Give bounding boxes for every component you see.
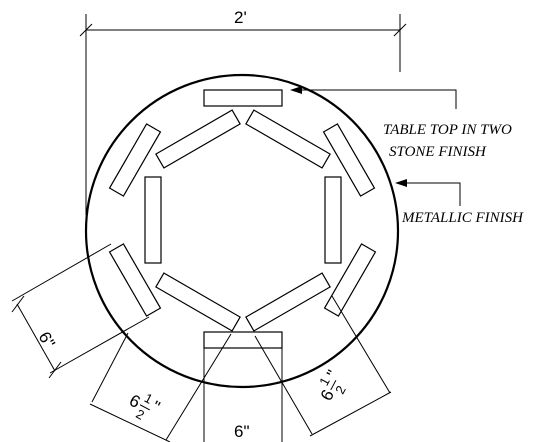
- slat-lower-left-outer: [108, 243, 162, 317]
- arrowhead-icon: [290, 86, 302, 94]
- bottom-width-label: 6": [234, 422, 250, 441]
- table-top-note-line2: STONE FINISH: [389, 144, 487, 160]
- slat-upper-right-inner: [245, 109, 331, 169]
- slat-lower-right-inner: [245, 272, 331, 332]
- slat-length-label: 6": [35, 329, 59, 352]
- slat-upper-right-outer: [322, 123, 376, 197]
- metallic-leader: METALLIC FINISH: [395, 179, 524, 226]
- metallic-note: METALLIC FINISH: [401, 210, 524, 226]
- overall-width-dimension: 2': [79, 8, 407, 215]
- slat-left: [144, 176, 162, 264]
- lower-left-angled-dimension: 6 1 2 ": [89, 332, 232, 442]
- slat-top: [203, 89, 283, 107]
- bottom-width-dimension: 6": [203, 348, 283, 442]
- arrowhead-icon: [395, 179, 407, 187]
- slat-lower-right-outer: [323, 243, 377, 317]
- table-top-circle: [84, 73, 400, 389]
- slat-group: [108, 89, 377, 349]
- overall-width-label: 2': [234, 8, 247, 27]
- table-top-note-line1: TABLE TOP IN TWO: [383, 122, 512, 138]
- slat-right: [324, 176, 342, 264]
- table-top-leader: TABLE TOP IN TWO STONE FINISH: [290, 86, 512, 160]
- slat-lower-left-inner: [155, 272, 241, 332]
- slat-upper-left-inner: [155, 109, 241, 169]
- slat-upper-left-outer: [108, 123, 162, 197]
- slat-bottom: [203, 331, 283, 349]
